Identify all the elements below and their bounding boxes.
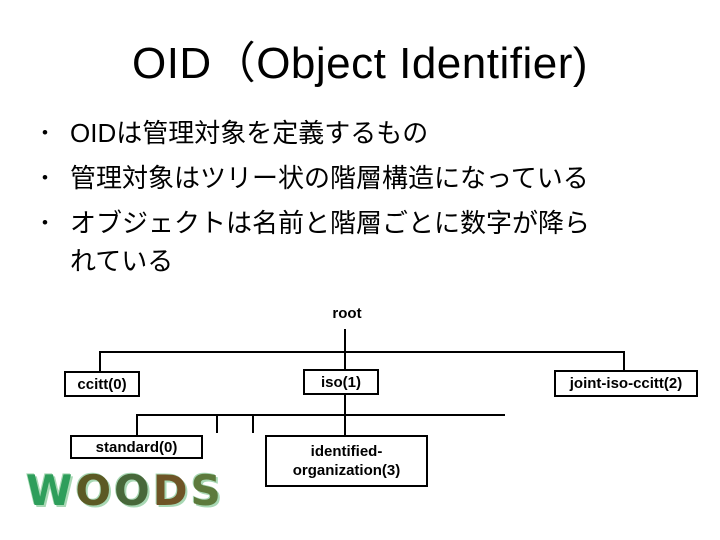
bullet-item: • 管理対象はツリー状の階層構造になっている — [42, 159, 690, 197]
tree-root-label: root — [332, 305, 362, 322]
tree-node-standard: standard(0) — [70, 435, 203, 459]
tree-node-label: organization(3) — [292, 462, 401, 479]
bullet-line: れている — [70, 246, 174, 276]
tree-node-label: ccitt(0) — [77, 375, 127, 393]
logo-letter: S — [190, 466, 224, 515]
bullet-line: 管理対象はツリー状の階層構造になっている — [70, 163, 589, 193]
bullet-marker: • — [42, 213, 48, 232]
tree-node-ccitt: ccitt(0) — [64, 371, 140, 397]
tree-node-label: iso(1) — [320, 373, 361, 391]
slide-title: OID（Object Identifier) — [131, 39, 589, 88]
bullet-line: OIDは管理対象を定義するもの — [70, 118, 429, 148]
tree-node-iso: iso(1) — [303, 369, 379, 395]
bullet-item: • オブジェクトは名前と階層ごとに数字が降ら れている — [42, 204, 690, 280]
tree-node-identified-organization: identified- organization(3) — [265, 435, 428, 487]
tree-node-label: joint-iso-ccitt(2) — [569, 375, 683, 392]
tree-node-label: identified- — [310, 443, 383, 460]
bullet-marker: • — [42, 168, 48, 187]
connector-level1-horizontal — [99, 351, 625, 353]
connector-joint-drop — [623, 351, 625, 371]
logo-letter: D — [152, 466, 191, 515]
connector-stub-1 — [216, 414, 218, 433]
connector-root-vertical — [344, 329, 346, 369]
bullet-text: 管理対象はツリー状の階層構造になっている — [70, 159, 589, 197]
tree-node-label: standard(0) — [95, 438, 178, 456]
connector-ccitt-drop — [99, 351, 101, 372]
woods-logo: WOODS — [26, 470, 224, 512]
bullet-text: OIDは管理対象を定義するもの — [70, 114, 428, 152]
tree-node-joint-iso-ccitt: joint-iso-ccitt(2) — [554, 370, 698, 397]
logo-letter: W — [26, 466, 76, 515]
bullet-line: オブジェクトは名前と階層ごとに数字が降ら — [70, 208, 591, 238]
logo-letter: O — [114, 466, 153, 515]
bullet-text: オブジェクトは名前と階層ごとに数字が降ら れている — [70, 204, 590, 280]
bullet-item: • OIDは管理対象を定義するもの — [42, 114, 690, 152]
connector-standard-drop — [136, 414, 138, 436]
connector-level2-horizontal — [136, 414, 505, 416]
logo-letter: O — [75, 466, 115, 515]
connector-stub-2 — [252, 414, 254, 433]
bullet-list: • OIDは管理対象を定義するもの • 管理対象はツリー状の階層構造になっている… — [42, 114, 690, 287]
bullet-marker: • — [42, 123, 48, 142]
